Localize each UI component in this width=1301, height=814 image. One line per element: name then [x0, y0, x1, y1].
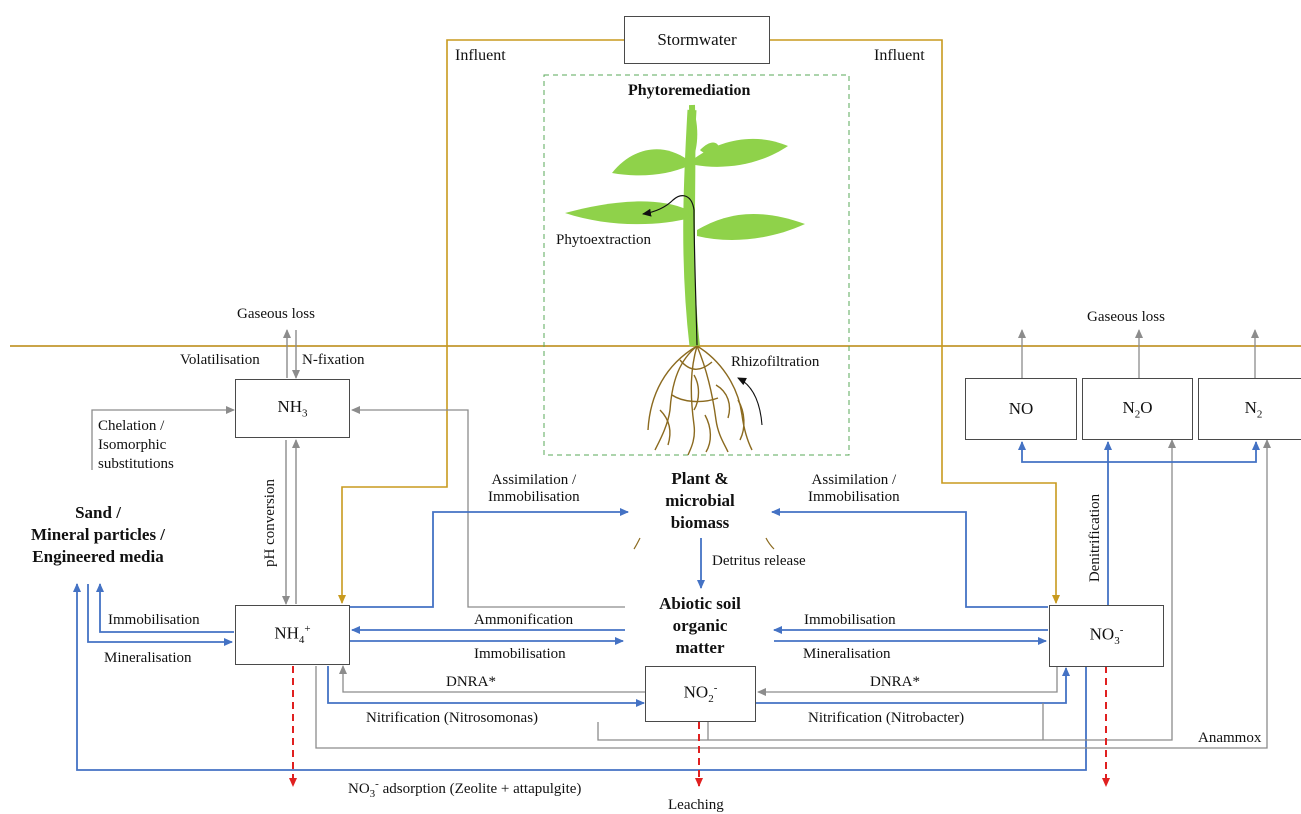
leaching-label: Leaching: [668, 797, 724, 813]
assimilation-right-label: Assimilation / Immobilisation: [808, 472, 900, 505]
dnra-right-label: DNRA*: [870, 674, 921, 690]
volatilisation-label: Volatilisation: [180, 352, 260, 368]
dnra-right-arrow: [757, 666, 1058, 696]
no-label: NO: [1008, 399, 1034, 418]
ph-conversion-label: pH conversion: [262, 479, 278, 567]
nitrification-left-arrow: [327, 666, 645, 707]
nh4-box: NH4+: [235, 605, 350, 665]
abiotic-to-nh3-line: [351, 406, 625, 608]
denitrification-to-no: [1018, 441, 1108, 463]
sand-immobilisation-label: Immobilisation: [108, 612, 200, 628]
assimilation-right-arrow: [771, 508, 1048, 608]
nh4-label: NH4+: [274, 623, 311, 647]
dnra-left-arrow: [339, 665, 646, 693]
biomass-root-stubs: [633, 537, 775, 550]
no3-adsorption-arrow: [73, 583, 1087, 771]
n2o-label: N2O: [1122, 397, 1153, 421]
immobilisation-center-label: Immobilisation: [474, 646, 566, 662]
no-box: NO: [965, 378, 1077, 440]
influent-left-label: Influent: [455, 47, 506, 64]
adsorption-label: NO3- adsorption (Zeolite + attapulgite): [348, 778, 582, 800]
nitrification-right-arrow: [756, 667, 1070, 704]
nh3-box: NH3: [235, 379, 350, 438]
anammox-label: Anammox: [1198, 730, 1262, 746]
sand-mineralisation-label: Mineralisation: [104, 650, 192, 666]
stormwater-label: Stormwater: [657, 30, 737, 49]
assimilation-left-arrow: [350, 508, 629, 608]
anammox-line-no2a: [597, 439, 1176, 741]
assimilation-left-label: Assimilation / Immobilisation: [488, 472, 580, 505]
gaseous-loss-left-label: Gaseous loss: [237, 306, 315, 322]
nitrification-right-label: Nitrification (Nitrobacter): [808, 710, 965, 726]
no3-box: NO3-: [1049, 605, 1164, 667]
nitrification-left-label: Nitrification (Nitrosomonas): [366, 710, 539, 726]
rhizofiltration-arrow: [737, 377, 763, 426]
sand-mineralisation-arrow: [87, 584, 233, 646]
chelation-label: Chelation / Isomorphic substitutions: [98, 418, 174, 472]
abiotic-om-label: Abiotic soil organic matter: [659, 594, 741, 657]
denitrification-to-n2: [1108, 441, 1260, 463]
no2-box: NO2-: [645, 666, 756, 722]
n2o-box: N2O: [1082, 378, 1193, 440]
phytoremediation-box: [543, 74, 850, 456]
denitrification-label: Denitrification: [1087, 493, 1103, 583]
root-system: [647, 345, 753, 456]
plant-illustration: [565, 104, 805, 347]
rhizofiltration-label: Rhizofiltration: [731, 354, 820, 370]
nh3-label: NH3: [277, 397, 308, 420]
detritus-release-label: Detritus release: [712, 553, 806, 569]
stormwater-box: Stormwater: [624, 16, 770, 64]
n2-box: N2: [1198, 378, 1301, 440]
dnra-left-label: DNRA*: [446, 674, 497, 690]
chelation-arrow: [91, 406, 235, 470]
sand-media-label: Sand / Mineral particles / Engineered me…: [30, 503, 166, 566]
biomass-label: Plant & microbial biomass: [665, 469, 735, 532]
n2-label: N2: [1244, 397, 1263, 421]
influent-right-label: Influent: [874, 47, 925, 64]
no2-label: NO2-: [683, 682, 718, 706]
gaseous-loss-right-label: Gaseous loss: [1087, 309, 1165, 325]
phytoextraction-label: Phytoextraction: [556, 232, 651, 248]
immobilisation-right-label: Immobilisation: [804, 612, 896, 628]
mineralisation-right-label: Mineralisation: [803, 646, 891, 662]
phytoremediation-title: Phytoremediation: [628, 82, 751, 99]
ammonification-label: Ammonification: [474, 612, 574, 628]
anammox-line-nh4: [315, 439, 1271, 749]
influent-lines: [338, 39, 1060, 604]
n-fixation-label: N-fixation: [302, 352, 365, 368]
sand-immobilisation-arrow: [96, 583, 234, 633]
no3-label: NO3-: [1089, 624, 1124, 648]
